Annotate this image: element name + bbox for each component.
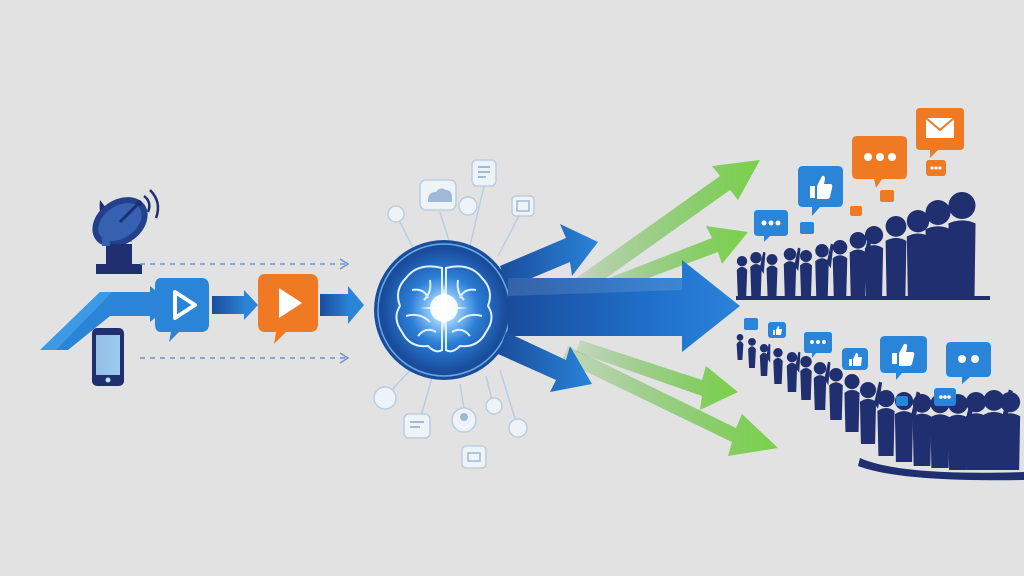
chat-bubble-icon xyxy=(852,136,907,188)
chat-bubble-icon xyxy=(880,190,894,202)
satellite-dish-icon xyxy=(92,189,160,274)
blue-arrow-lower xyxy=(498,332,592,392)
play-button-icon xyxy=(258,274,318,344)
email-icon xyxy=(916,108,964,158)
chat-bubble-icon xyxy=(934,388,956,406)
satellite-icon-glyphs xyxy=(410,166,530,462)
user-icon xyxy=(373,386,397,410)
brain-icon xyxy=(395,265,493,353)
person-silhouette xyxy=(750,251,766,296)
audience-group-lower xyxy=(736,334,1021,470)
person-silhouette xyxy=(748,338,756,368)
thumbs-up-icon xyxy=(768,322,786,338)
person-silhouette xyxy=(766,253,778,296)
person-silhouette xyxy=(849,231,873,296)
person-silhouette xyxy=(800,356,812,400)
person-silhouette xyxy=(877,390,895,456)
chat-bubble-icon xyxy=(800,222,814,234)
person-silhouette xyxy=(736,256,748,296)
gear-icon xyxy=(458,196,478,216)
person-silhouette xyxy=(783,247,801,296)
ground-lower xyxy=(858,458,1024,481)
chat-bubble-icon xyxy=(804,332,832,358)
person-silhouette xyxy=(813,361,831,410)
person-silhouette xyxy=(786,351,801,392)
chat-bubble-icon xyxy=(926,160,946,176)
thumbs-up-icon xyxy=(842,348,868,370)
audience-group-upper xyxy=(736,192,976,296)
person-silhouette xyxy=(773,348,783,384)
person-silhouette xyxy=(999,392,1021,470)
person-silhouette xyxy=(859,381,883,444)
chat-bubble-icon xyxy=(744,318,758,330)
person-silhouette xyxy=(844,374,860,432)
person-silhouette xyxy=(815,243,834,296)
thumbs-up-icon xyxy=(880,336,927,380)
output-arrows xyxy=(498,160,778,456)
person-silhouette xyxy=(829,368,843,420)
blue-arrow-upper xyxy=(500,224,598,288)
ai-hub xyxy=(373,159,535,469)
feedback-bubbles xyxy=(744,108,991,406)
green-arrow-4 xyxy=(562,346,778,456)
ground-upper xyxy=(736,296,990,300)
chat-bubble-icon xyxy=(896,396,908,406)
chat-bubble-icon xyxy=(754,210,788,242)
person-silhouette xyxy=(885,216,907,296)
person-silhouette xyxy=(800,250,812,296)
chat-bubble-icon xyxy=(850,206,862,216)
person-silhouette xyxy=(948,192,976,296)
person-silhouette xyxy=(965,392,987,470)
person-silhouette xyxy=(925,200,951,296)
smartphone-icon xyxy=(92,328,124,386)
green-arrow-1 xyxy=(568,160,760,298)
person-silhouette xyxy=(906,210,930,296)
source-inputs xyxy=(40,189,364,386)
image-icon xyxy=(511,195,535,217)
blue-arrow-main xyxy=(508,260,740,352)
person-silhouette xyxy=(912,394,932,466)
chat-bubble-icon xyxy=(946,342,991,384)
input-arrow xyxy=(40,286,172,350)
person-silhouette xyxy=(832,240,848,296)
green-arrow-3 xyxy=(576,340,738,410)
thumbs-up-icon xyxy=(798,166,843,216)
person-silhouette xyxy=(864,226,884,296)
person-silhouette xyxy=(736,334,744,360)
connector-arrow xyxy=(212,296,246,314)
settings-icon xyxy=(508,418,528,438)
settings-icon xyxy=(387,205,405,223)
document-icon xyxy=(461,445,487,469)
play-button-icon xyxy=(155,278,209,342)
person-silhouette xyxy=(759,343,771,376)
chart-icon xyxy=(485,397,503,415)
connector-arrow xyxy=(320,294,350,316)
